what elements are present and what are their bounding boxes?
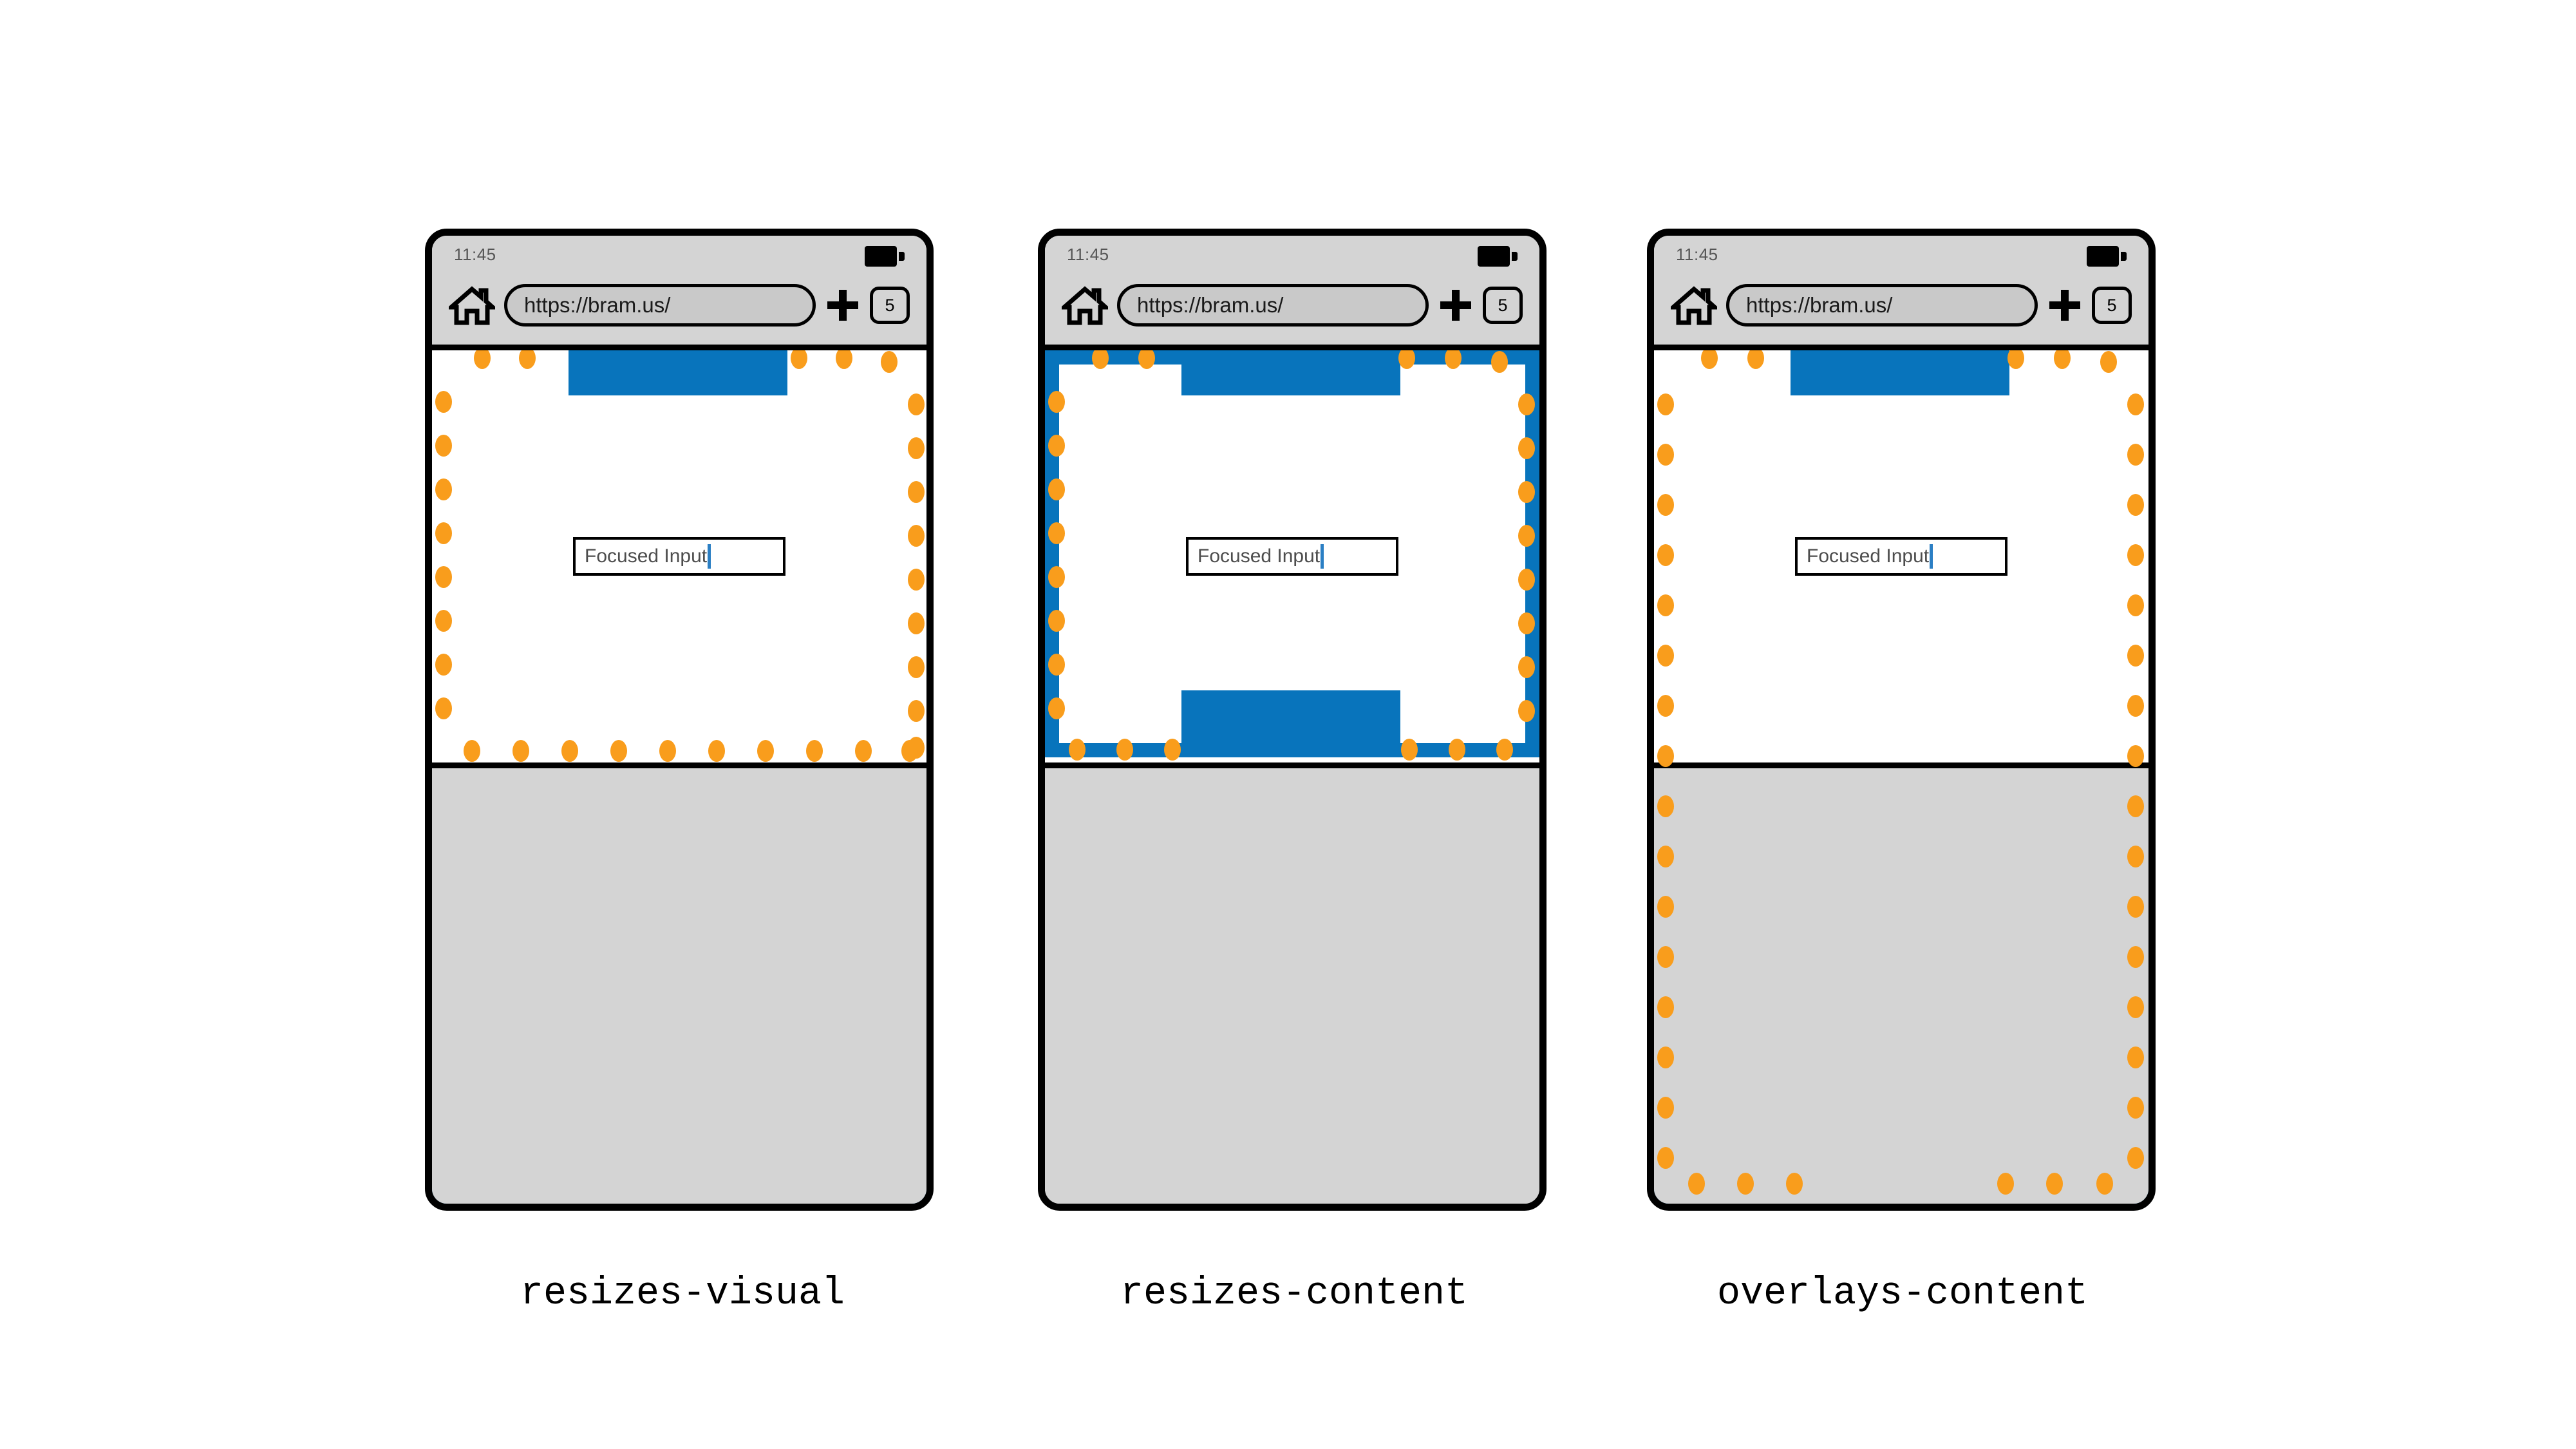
browser-chrome: 11:45 https://bram.us/ xyxy=(432,236,926,350)
text-caret xyxy=(708,544,711,569)
focused-input-field[interactable]: Focused Input xyxy=(1186,537,1398,576)
tab-count-button[interactable]: 5 xyxy=(1483,287,1523,324)
content-block-top xyxy=(1181,350,1400,395)
url-bar[interactable]: https://bram.us/ xyxy=(1117,284,1429,327)
focused-input-value: Focused Input xyxy=(1198,545,1321,567)
battery-full-icon xyxy=(2087,246,2127,267)
status-clock: 11:45 xyxy=(1067,245,1109,264)
content-block-top xyxy=(569,350,787,395)
chrome-toolbar: https://bram.us/ 5 xyxy=(1045,273,1539,337)
panel-resizes-content: 11:45 https://bram.us/ xyxy=(1038,229,1553,1211)
caption-resizes-visual: resizes-visual xyxy=(520,1272,845,1316)
chrome-toolbar: https://bram.us/ 5 xyxy=(1654,273,2148,337)
url-bar[interactable]: https://bram.us/ xyxy=(1726,284,2038,327)
tab-count-label: 5 xyxy=(2107,295,2117,315)
focused-input-value: Focused Input xyxy=(1807,545,1930,567)
phone-frame: 11:45 https://bram.us/ xyxy=(1038,229,1547,1211)
phone-frame: 11:45 https://bram.us/ xyxy=(425,229,934,1211)
status-clock: 11:45 xyxy=(1676,245,1718,264)
virtual-keyboard xyxy=(1654,762,2148,1204)
focused-input-value: Focused Input xyxy=(585,545,708,567)
url-text: https://bram.us/ xyxy=(1137,293,1284,317)
home-icon[interactable] xyxy=(1671,284,1717,327)
virtual-keyboard xyxy=(432,762,926,1204)
plus-icon[interactable] xyxy=(1438,287,1474,323)
url-text: https://bram.us/ xyxy=(1746,293,1893,317)
focused-input-field[interactable]: Focused Input xyxy=(1795,537,2007,576)
plus-icon[interactable] xyxy=(2047,287,2083,323)
home-icon[interactable] xyxy=(449,284,495,327)
tab-count-label: 5 xyxy=(885,295,895,315)
caption-overlays-content: overlays-content xyxy=(1716,1272,2089,1316)
panel-resizes-visual: 11:45 https://bram.us/ xyxy=(425,229,940,1211)
home-icon[interactable] xyxy=(1062,284,1108,327)
battery-full-icon xyxy=(865,246,905,267)
tab-count-button[interactable]: 5 xyxy=(870,287,910,324)
text-caret xyxy=(1321,544,1324,569)
text-caret xyxy=(1930,544,1933,569)
chrome-toolbar: https://bram.us/ 5 xyxy=(432,273,926,337)
url-bar[interactable]: https://bram.us/ xyxy=(504,284,816,327)
tab-count-button[interactable]: 5 xyxy=(2092,287,2132,324)
browser-chrome: 11:45 https://bram.us/ xyxy=(1045,236,1539,350)
virtual-keyboard xyxy=(1045,762,1539,1204)
phone-frame: 11:45 https://bram.us/ xyxy=(1647,229,2156,1211)
url-text: https://bram.us/ xyxy=(524,293,671,317)
battery-full-icon xyxy=(1478,246,1518,267)
plus-icon[interactable] xyxy=(825,287,861,323)
status-clock: 11:45 xyxy=(454,245,496,264)
focused-input-field[interactable]: Focused Input xyxy=(573,537,785,576)
caption-resizes-content: resizes-content xyxy=(1120,1272,1469,1316)
content-block-bottom xyxy=(1181,690,1400,757)
panel-overlays-content: 11:45 https://bram.us/ xyxy=(1647,229,2162,1211)
content-block-top xyxy=(1791,350,2009,395)
browser-chrome: 11:45 https://bram.us/ xyxy=(1654,236,2148,350)
tab-count-label: 5 xyxy=(1498,295,1508,315)
